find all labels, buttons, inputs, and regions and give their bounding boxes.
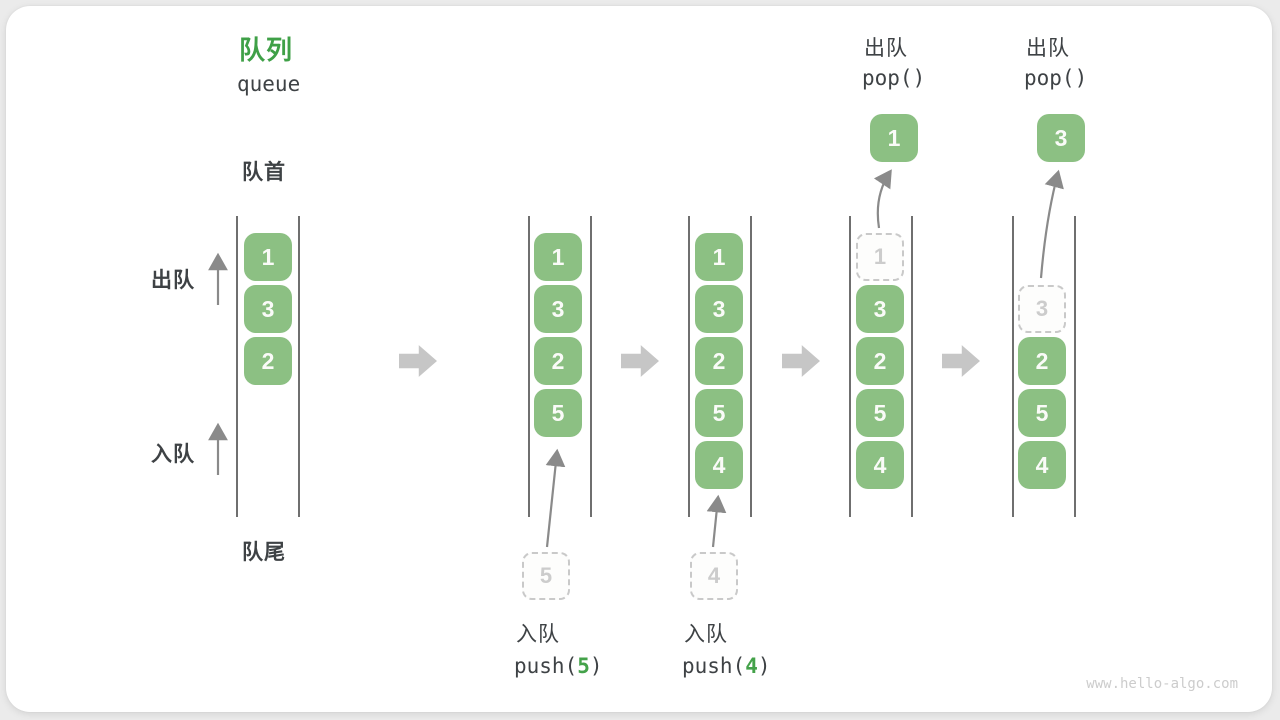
page-subtitle: queue	[237, 72, 301, 96]
queue-rail-left	[528, 216, 530, 517]
push-4-arrow-icon	[706, 494, 727, 548]
queue-item: 5	[695, 389, 743, 437]
push-5-arrow-icon	[545, 448, 566, 548]
queue-item: 2	[1018, 337, 1066, 385]
code-text: push(	[514, 654, 578, 678]
dequeued-item-ghost: 1	[856, 233, 904, 281]
queue-item: 1	[534, 233, 582, 281]
label-dequeue-side: 出队	[151, 269, 195, 292]
queue-item: 2	[244, 337, 292, 385]
code-pop-3: pop()	[1024, 66, 1088, 90]
queue-item: 3	[856, 285, 904, 333]
label-dequeue-op: 出队	[864, 37, 908, 60]
label-dequeue-op: 出队	[1026, 37, 1070, 60]
queue-item: 1	[244, 233, 292, 281]
incoming-item-ghost: 5	[522, 552, 570, 600]
code-text: )	[757, 654, 771, 678]
queue-item: 5	[534, 389, 582, 437]
label-enqueue-op: 入队	[516, 623, 560, 646]
queue-item: 4	[856, 441, 904, 489]
state-transition-arrow-icon	[399, 345, 437, 377]
popped-item: 1	[870, 114, 918, 162]
state-transition-arrow-icon	[621, 345, 659, 377]
queue-rail-left	[1012, 216, 1014, 517]
label-enqueue-op: 入队	[684, 623, 728, 646]
queue-item: 3	[534, 285, 582, 333]
queue-item: 4	[1018, 441, 1066, 489]
figure-card: 队列 queue 队首 队尾 出队 入队 1 3 2 1 3 2 5 5 入队 …	[6, 6, 1272, 712]
state-transition-arrow-icon	[782, 345, 820, 377]
code-push-4: push(4)	[682, 654, 771, 678]
queue-item: 4	[695, 441, 743, 489]
code-arg: 4	[745, 654, 758, 678]
queue-item: 3	[695, 285, 743, 333]
label-queue-front: 队首	[242, 161, 286, 184]
watermark: www.hello-algo.com	[1086, 676, 1238, 692]
pop-3-arrow-icon	[1039, 169, 1064, 279]
code-arg: 5	[577, 654, 590, 678]
queue-rail-right	[911, 216, 913, 517]
queue-rail-right	[1074, 216, 1076, 517]
queue-rail-left	[849, 216, 851, 517]
state-transition-arrow-icon	[942, 345, 980, 377]
label-enqueue-side: 入队	[151, 443, 195, 466]
queue-item: 3	[244, 285, 292, 333]
queue-item: 1	[695, 233, 743, 281]
code-push-5: push(5)	[514, 654, 603, 678]
pop-1-arrow-icon	[873, 169, 892, 229]
queue-rail-left	[236, 216, 238, 517]
queue-item: 5	[1018, 389, 1066, 437]
queue-rail-right	[590, 216, 592, 517]
queue-rail-right	[750, 216, 752, 517]
code-text: push(	[682, 654, 746, 678]
dequeued-item-ghost: 3	[1018, 285, 1066, 333]
queue-rail-right	[298, 216, 300, 517]
queue-rail-left	[688, 216, 690, 517]
incoming-item-ghost: 4	[690, 552, 738, 600]
queue-item: 5	[856, 389, 904, 437]
queue-item: 2	[534, 337, 582, 385]
label-queue-rear: 队尾	[242, 541, 286, 564]
code-pop-1: pop()	[862, 66, 926, 90]
page-title: 队列	[239, 35, 294, 65]
code-text: )	[589, 654, 603, 678]
popped-item: 3	[1037, 114, 1085, 162]
queue-item: 2	[856, 337, 904, 385]
queue-item: 2	[695, 337, 743, 385]
